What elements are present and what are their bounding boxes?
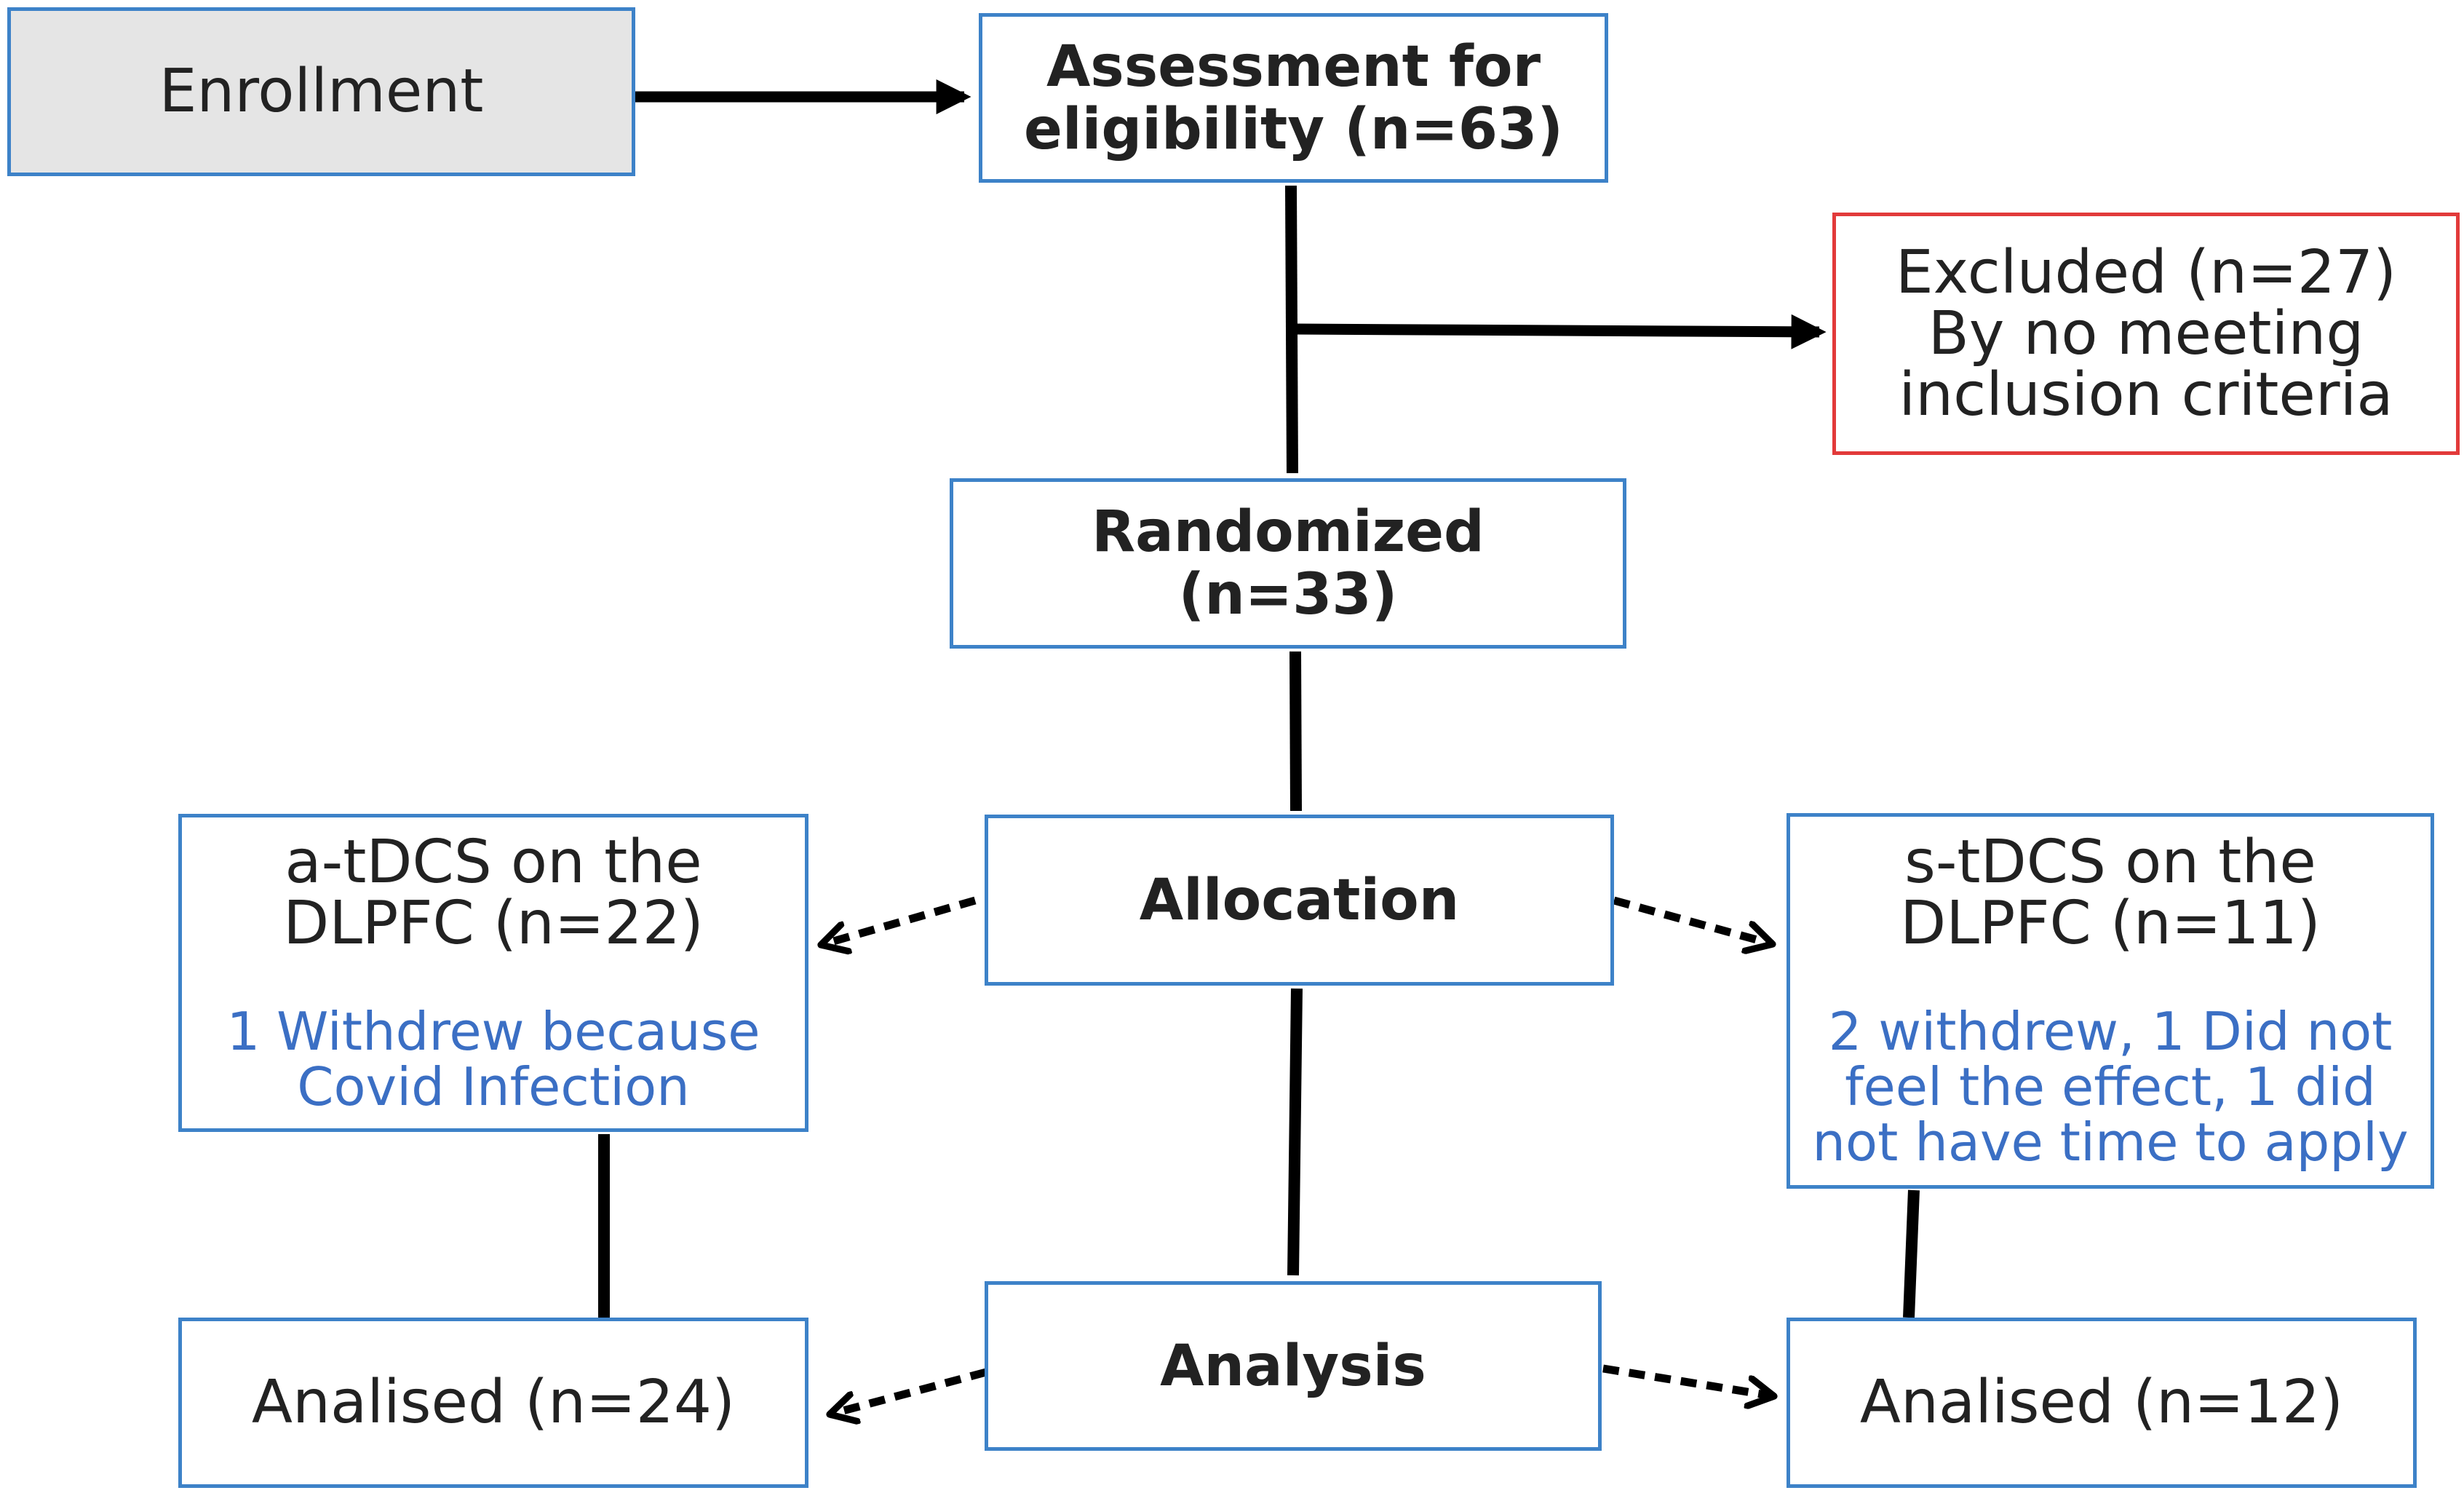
analysed-a-box: Analised (n=24) [178,1318,808,1488]
assessment-line-1: Assessment for [1046,33,1541,100]
randomized-line-1: Randomized [1092,499,1485,565]
randomized-line-2: (n=33) [1178,562,1398,627]
analysis-label: Analysis [1160,1333,1426,1399]
arm-s-withdrawal-note-2: feel the effect, 1 did [1845,1056,2376,1117]
dotted-arrow-allocation-to-arm-s [1613,896,1773,944]
arm-s-line-1: s-tDCS on the [1904,828,2316,897]
arrow-to-excluded [1292,314,1827,349]
arm-a-box: a-tDCS on the DLPFC (n=22) 1 Withdrew be… [178,814,808,1132]
enrollment-label: Enrollment [159,57,484,126]
analysed-a-label: Analised (n=24) [251,1368,736,1437]
arm-s-withdrawal-note-3: not have time to apply [1812,1112,2409,1173]
analysis-box: Analysis [985,1281,1602,1451]
arm-s-withdrawal-note-1: 2 withdrew, 1 Did not [1828,1001,2393,1062]
line-allocation-to-analysis [1287,988,1303,1276]
excluded-line-2: By no meeting [1928,298,2364,368]
excluded-box: Excluded (n=27) By no meeting inclusion … [1832,213,2460,455]
analysed-s-label: Analised (n=12) [1859,1368,2344,1437]
dotted-arrow-analysis-to-analysed-a [830,1368,987,1414]
allocation-box: Allocation [985,815,1614,986]
arm-s-line-2: DLPFC (n=11) [1900,889,2321,958]
arm-a-line-1: a-tDCS on the [285,827,702,897]
line-assessment-to-randomized [1285,185,1298,474]
excluded-line-1: Excluded (n=27) [1895,237,2397,307]
enrollment-box: Enrollment [7,7,635,176]
line-randomized-to-allocation [1289,651,1302,812]
excluded-line-3: inclusion criteria [1899,360,2393,429]
arm-a-withdrawal-note-2: Covid Infection [297,1056,690,1117]
dotted-arrow-analysis-to-analysed-s [1602,1364,1774,1396]
line-arm-s-to-analysed-s [1903,1189,1920,1318]
analysed-s-box: Analised (n=12) [1787,1318,2417,1488]
allocation-label: Allocation [1139,867,1460,933]
arm-a-line-2: DLPFC (n=22) [283,888,704,958]
dotted-arrow-allocation-to-arm-a [821,896,977,945]
assessment-line-2: eligibility (n=63) [1024,96,1563,162]
assessment-box: Assessment for eligibility (n=63) [979,13,1608,183]
arm-s-box: s-tDCS on the DLPFC (n=11) 2 withdrew, 1… [1787,813,2434,1189]
arm-a-withdrawal-note-1: 1 Withdrew because [226,1000,760,1062]
randomized-box: Randomized (n=33) [950,478,1626,649]
